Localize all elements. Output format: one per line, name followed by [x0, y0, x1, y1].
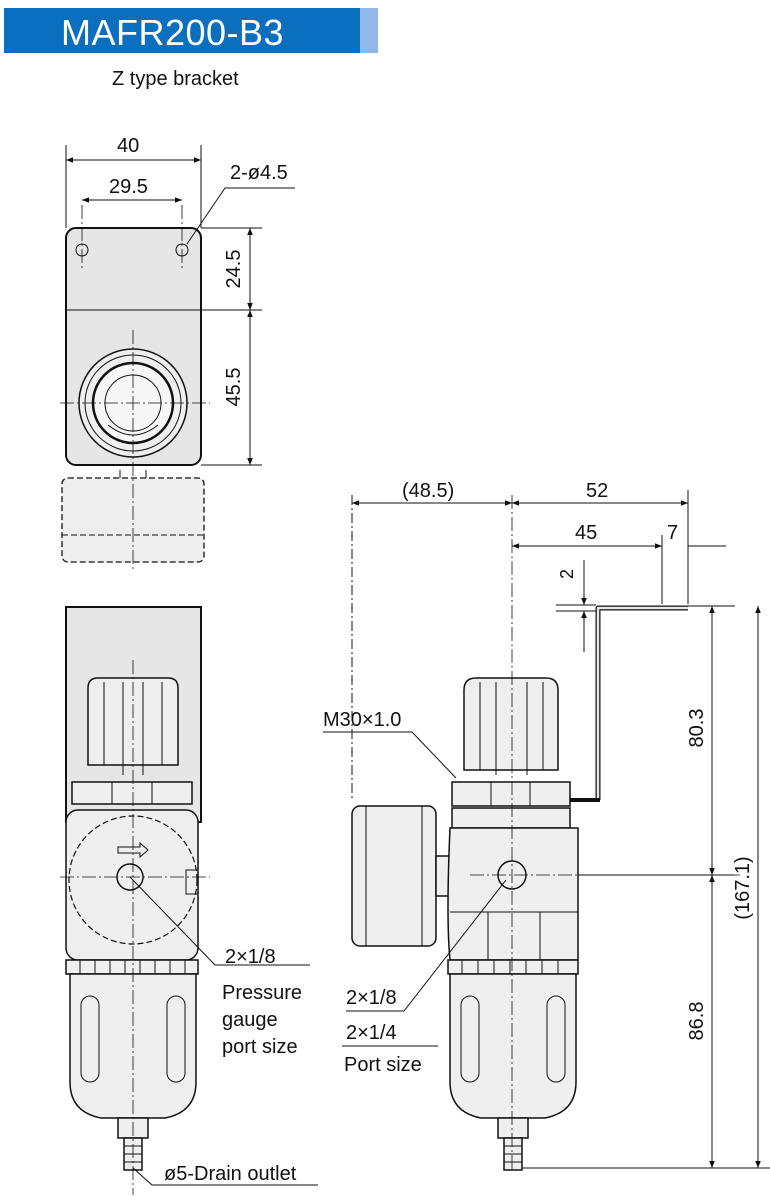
- dim-hole-to-edge: 24.5: [223, 250, 245, 289]
- thread-label: M30×1.0: [323, 709, 401, 731]
- dim-gauge-offset: (48.5): [402, 480, 454, 502]
- knob-side: [463, 677, 559, 771]
- gauge-port-size: 2×1/8: [225, 946, 276, 968]
- top-view: [60, 145, 295, 572]
- regulator-body-side: [447, 827, 579, 961]
- bracket-type-label: Z type bracket: [112, 68, 239, 90]
- port-size-label: Port size: [344, 1054, 422, 1076]
- title-bar: MAFR200-B3: [4, 8, 378, 53]
- dim-hole-to-center: 45.5: [223, 368, 245, 407]
- bowl-side: [449, 973, 577, 1119]
- dim-lower-height: 86.8: [686, 1002, 708, 1041]
- flow-arrow-icon: [117, 841, 149, 859]
- port-size-a: 2×1/8: [346, 987, 397, 1009]
- drain-outlet-label: ø5-Drain outlet: [164, 1163, 297, 1185]
- port-size-b: 2×1/4: [346, 1022, 397, 1044]
- lock-ring-front: [71, 781, 193, 805]
- gauge-port-desc-1: Pressure: [222, 982, 302, 1004]
- dim-bracket-total: 52: [586, 480, 608, 502]
- dim-bracket-center: 45: [575, 522, 597, 544]
- dim-holes: 2-ø4.5: [230, 162, 288, 184]
- title-accent: [360, 8, 378, 53]
- z-bracket: [595, 605, 688, 800]
- pressure-gauge-side: [351, 805, 437, 947]
- gauge-port-desc-2: gauge: [222, 1009, 278, 1031]
- lock-ring-side: [451, 781, 571, 807]
- dim-upper-height: 80.3: [686, 709, 708, 748]
- gauge-port-desc-3: port size: [222, 1036, 298, 1058]
- dim-hole-spacing: 29.5: [109, 176, 148, 198]
- dim-top-width: 40: [117, 135, 139, 157]
- dim-bracket-tab: 7: [667, 522, 678, 544]
- dim-bracket-thickness: 2: [557, 569, 577, 579]
- model-title: MAFR200-B3: [61, 12, 285, 53]
- side-view: [323, 490, 770, 1171]
- front-view: [60, 606, 318, 1195]
- dim-total-height: (167.1): [732, 856, 754, 919]
